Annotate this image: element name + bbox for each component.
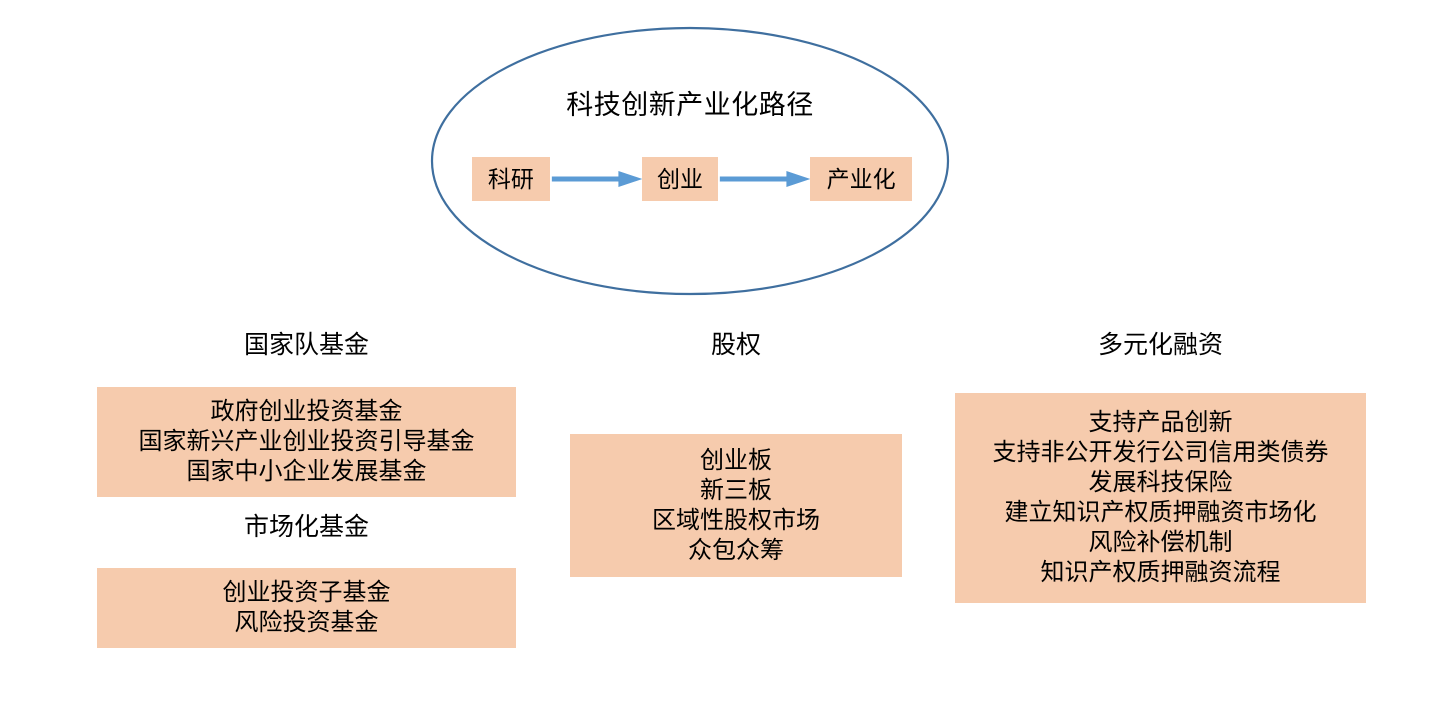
box-diversified-financing[interactable]: 支持产品创新 支持非公开发行公司信用类债券 发展科技保险 建立知识产权质押融资市… [955, 393, 1366, 603]
box-equity[interactable]: 创业板 新三板 区域性股权市场 众包众筹 [570, 434, 902, 577]
list-item: 区域性股权市场 [652, 506, 820, 534]
arrow-right-icon [550, 168, 643, 190]
list-item: 风险投资基金 [234, 609, 379, 636]
box-national-team-fund[interactable]: 政府创业投资基金 国家新兴产业创业投资引导基金 国家中小企业发展基金 [97, 387, 516, 497]
innovation-path-ellipse-group: 科技创新产业化路径 科研 创业 产业化 [430, 26, 950, 296]
heading-diversified-financing: 多元化融资 [1097, 332, 1223, 359]
list-item: 国家新兴产业创业投资引导基金 [138, 428, 475, 455]
flow-step-industrialization[interactable]: 产业化 [810, 157, 912, 201]
arrow-right-icon [718, 168, 811, 190]
list-item: 众包众筹 [688, 536, 784, 564]
list-item: 政府创业投资基金 [210, 398, 403, 425]
ellipse-title: 科技创新产业化路径 [566, 90, 814, 120]
flow-step-research[interactable]: 科研 [472, 157, 550, 201]
list-item: 创业投资子基金 [222, 579, 391, 606]
heading-national-team-fund: 国家队基金 [243, 332, 369, 359]
list-item: 新三板 [700, 476, 772, 504]
ellipse-outline-icon [430, 26, 950, 296]
flow-step-startup[interactable]: 创业 [642, 157, 718, 201]
heading-equity: 股权 [710, 332, 761, 359]
list-item: 国家中小企业发展基金 [186, 458, 427, 485]
list-item: 支持产品创新 [1088, 409, 1233, 436]
list-item: 风险补偿机制 [1088, 529, 1233, 556]
heading-market-fund: 市场化基金 [243, 514, 369, 541]
list-item: 建立知识产权质押融资市场化 [1004, 499, 1317, 526]
list-item: 发展科技保险 [1088, 469, 1233, 496]
list-item: 创业板 [700, 446, 772, 474]
list-item: 知识产权质押融资流程 [1040, 559, 1281, 586]
list-item: 支持非公开发行公司信用类债券 [992, 439, 1329, 466]
box-market-fund[interactable]: 创业投资子基金 风险投资基金 [97, 568, 516, 648]
process-flow-row: 科研 创业 产业化 [472, 156, 912, 202]
